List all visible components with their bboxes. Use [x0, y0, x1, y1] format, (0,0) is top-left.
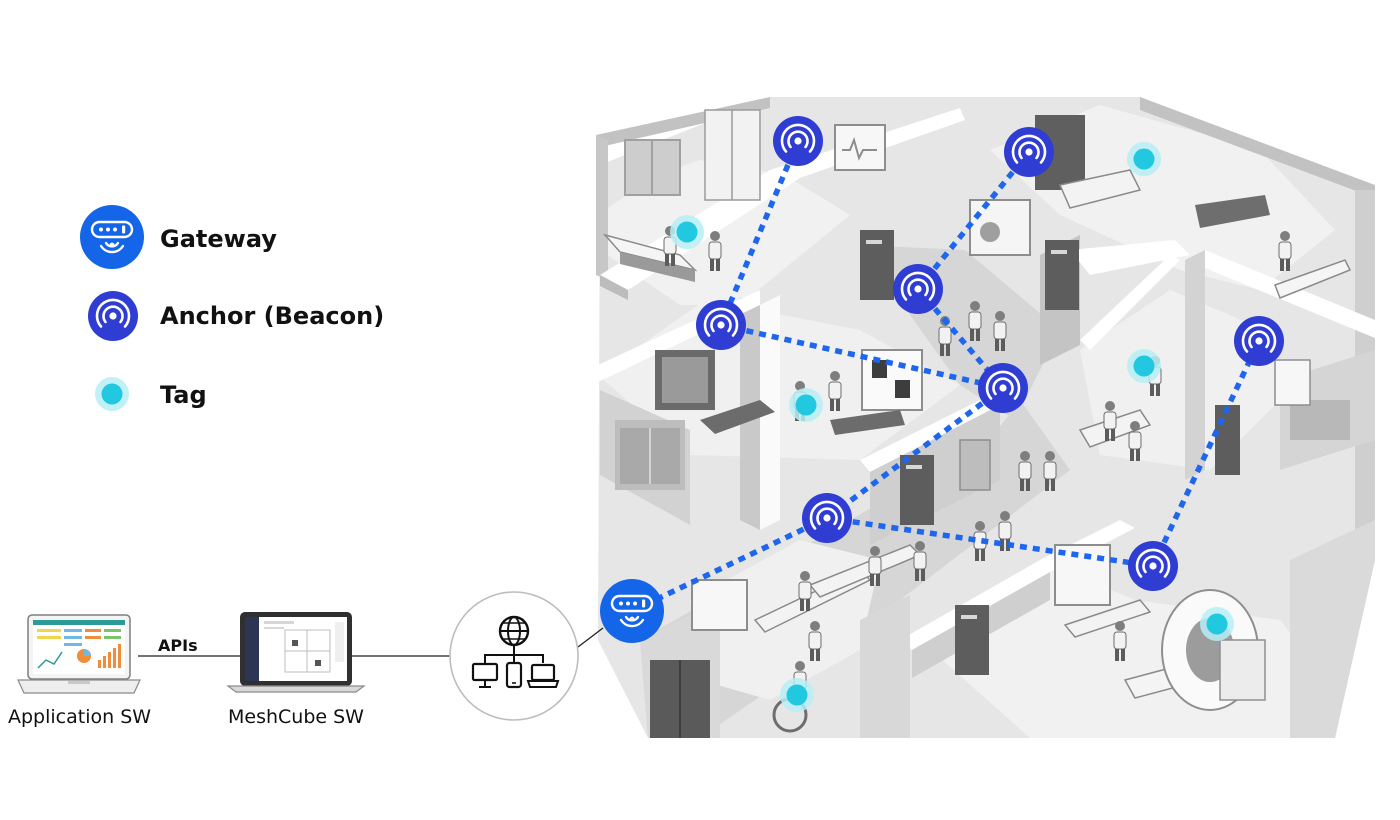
application-sw-label: Application SW	[8, 706, 152, 728]
link-anchor6-anchor7	[826, 515, 1154, 569]
beacon-signal-icon	[773, 116, 823, 166]
mesh-links	[630, 139, 1262, 614]
beacon-signal-icon	[1128, 541, 1178, 591]
network-gateway-connector	[577, 627, 604, 648]
tag-dot-icon	[670, 215, 704, 249]
apis-label: APIs	[158, 636, 198, 655]
tag-dot-icon	[1127, 142, 1161, 176]
legend-anchor-label: Anchor (Beacon)	[160, 302, 385, 330]
legend-icons	[78, 203, 146, 411]
legend-tag-icon	[95, 377, 129, 411]
globe-network-icon	[449, 591, 579, 721]
link-anchor3-anchor5	[915, 150, 1032, 291]
legend-tag-label: Tag	[160, 381, 207, 409]
hospital-floorplan-illustration	[596, 97, 1375, 738]
meshcube-laptop-icon	[226, 612, 366, 693]
link-anchor2-anchor4	[720, 322, 1004, 391]
beacon-signal-icon	[1004, 127, 1054, 177]
link-anchor6-gateway	[630, 515, 829, 614]
legend-gateway-label: Gateway	[160, 225, 277, 253]
beacon-signal-icon	[978, 363, 1028, 413]
legend-beacon-icon	[88, 291, 138, 341]
link-anchor7-anchor8	[1150, 339, 1262, 568]
tag-dot-icon	[1127, 349, 1161, 383]
beacon-signal-icon	[696, 300, 746, 350]
gateway-router-icon	[598, 577, 666, 645]
beacon-signal-icon	[1234, 316, 1284, 366]
beacon-signal-icon	[802, 493, 852, 543]
legend-gateway-icon	[78, 203, 146, 271]
tag-dot-icon	[789, 388, 823, 422]
system-chain	[17, 591, 604, 721]
beacon-signal-icon	[893, 264, 943, 314]
link-anchor4-anchor6	[825, 385, 1005, 521]
meshcube-sw-label: MeshCube SW	[228, 706, 364, 728]
application-laptop-icon	[17, 614, 141, 694]
tag-dot-icon	[1200, 607, 1234, 641]
tag-dot-icon	[780, 678, 814, 712]
